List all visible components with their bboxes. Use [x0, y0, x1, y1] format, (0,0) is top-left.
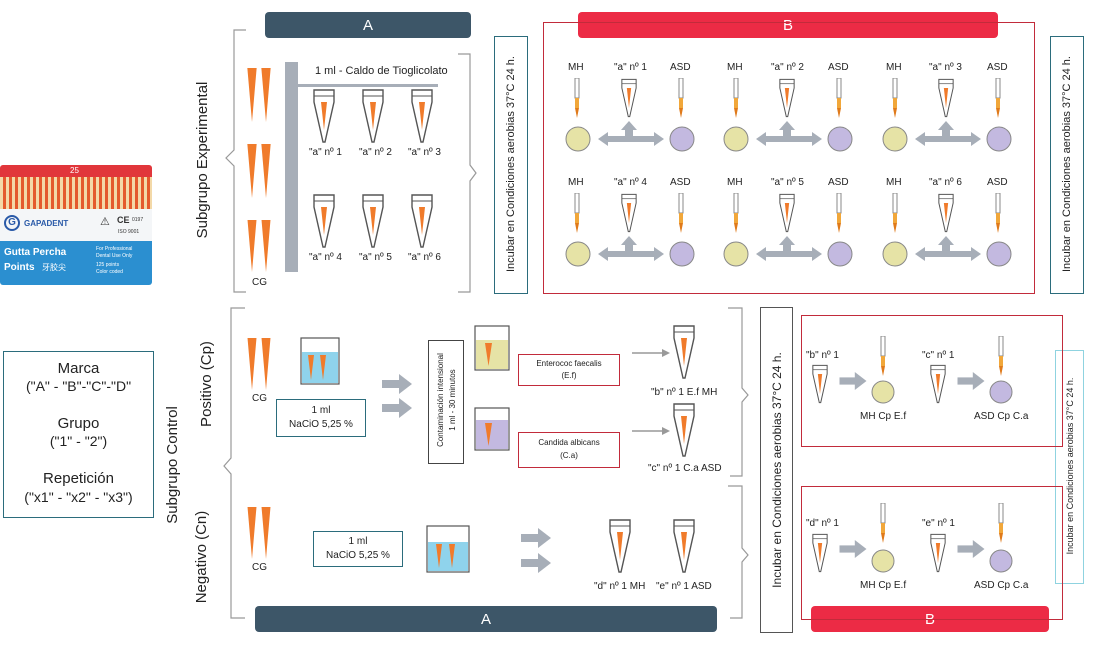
tube-e-label: "e" nº 1 ASD	[656, 581, 712, 592]
legend-box: Marca ("A" - "B"-"C"-"D" Grupo ("1" - "2…	[3, 351, 154, 518]
box-label-blue	[0, 241, 152, 285]
negative-naclo-1: 1 ml	[348, 536, 368, 547]
incubar-box-3: Incubar en Condiciones aerobias 37°C 24 …	[760, 307, 793, 633]
legend-marca: Marca	[57, 360, 100, 377]
plate-asd-label-2: ASD	[828, 62, 849, 73]
box-sub3: 125 points	[96, 262, 120, 268]
plate-asd-label-4: ASD	[670, 177, 691, 188]
box-size-number: 25	[70, 166, 79, 175]
plate-mh-label-1: MH	[568, 62, 584, 73]
positive-naclo-box: 1 ml NaCiO 5,25 %	[276, 399, 366, 437]
ef-box: Enterococ faecalis (E.f)	[518, 354, 620, 386]
exp-tube-label-6: "a" nº 6	[408, 252, 441, 263]
ca-box: Candida albicans (C.a)	[518, 432, 620, 468]
ce-mark-icon: CE	[117, 215, 130, 225]
box-top-strip	[0, 165, 152, 177]
legend-marca-values: ("A" - "B"-"C"-"D"	[25, 378, 132, 394]
plate-mh-label-2: MH	[727, 62, 743, 73]
plate-tube-label-1: "a" nº 1	[614, 62, 647, 73]
legend-repeticion-values: ("x1" - "x2" - "x3")	[24, 489, 133, 505]
b-neg-e-label: "e" nº 1	[922, 518, 955, 529]
plate-mh-label-4: MH	[568, 177, 584, 188]
section-b-top-label: B	[782, 16, 793, 34]
plate-tube-label-6: "a" nº 6	[929, 177, 962, 188]
plate-asd-label-3: ASD	[987, 62, 1008, 73]
plate-tube-label-5: "a" nº 5	[771, 177, 804, 188]
positive-naclo-2: NaCiO 5,25 %	[289, 419, 353, 430]
box-sub2: Dental Use Only	[96, 253, 133, 259]
section-a-top-label: A	[362, 16, 373, 34]
positive-cg-label: CG	[252, 393, 267, 404]
plate-asd-label-1: ASD	[670, 62, 691, 73]
b-pos-mh-label: MH Cp E.f	[860, 411, 907, 422]
exp-tube-label-4: "a" nº 4	[309, 252, 342, 263]
gutta-percha-box: 25 G GAPADENT ⚠ CE 0197 ISO 9001 Gutta P…	[0, 165, 152, 285]
plate-mh-label-5: MH	[727, 177, 743, 188]
caldo-label: 1 ml - Caldo de Tioglicolato	[315, 65, 448, 77]
legend-grupo-values: ("1" - "2")	[49, 433, 108, 449]
legend-repeticion: Repetición	[43, 470, 114, 487]
ca-label-2: (C.a)	[560, 451, 578, 460]
box-sub1: For Professional	[96, 246, 133, 252]
exp-tube-label-5: "a" nº 5	[359, 252, 392, 263]
section-b-top-bar: B	[578, 12, 998, 38]
plate-tube-label-4: "a" nº 4	[614, 177, 647, 188]
plates-region-b-box	[543, 22, 1035, 294]
section-a-bottom-bar: A	[255, 606, 717, 632]
box-sub4: Color coded	[96, 269, 123, 275]
box-title-1: Gutta Percha	[4, 247, 67, 258]
ef-label-1: Enterococ faecalis	[536, 359, 602, 368]
incubar-box-2: Incubar en Condiciones aerobias 37°C 24 …	[1050, 36, 1084, 294]
plate-mh-label-6: MH	[886, 177, 902, 188]
b-pos-c-label: "c" nº 1	[922, 350, 955, 361]
section-a-bottom-label: A	[480, 610, 491, 628]
exp-tube-label-1: "a" nº 1	[309, 147, 342, 158]
plate-mh-label-3: MH	[886, 62, 902, 73]
exp-tube-label-3: "a" nº 3	[408, 147, 441, 158]
experimental-cg-label: CG	[252, 277, 267, 288]
positive-naclo-1: 1 ml	[311, 405, 331, 416]
plate-asd-label-5: ASD	[828, 177, 849, 188]
box-brand: GAPADENT	[24, 219, 69, 228]
incubar-box-1: Incubar en Condiciones aerobias 37°C 24 …	[494, 36, 528, 294]
box-title-2: Points	[4, 262, 35, 273]
negative-naclo-box: 1 ml NaCiO 5,25 %	[313, 531, 403, 567]
gapadent-logo-icon: G	[4, 215, 20, 231]
ef-label-2: (E.f)	[561, 371, 577, 380]
ca-label-1: Candida albicans	[538, 438, 600, 447]
plate-asd-label-6: ASD	[987, 177, 1008, 188]
warning-icon: ⚠	[100, 216, 110, 228]
b-neg-mh-label: MH Cp E.f	[860, 580, 907, 591]
box-chinese-icon: 牙胶尖	[42, 263, 66, 272]
plate-tube-label-3: "a" nº 3	[929, 62, 962, 73]
b-neg-asd-label: ASD Cp C.a	[974, 580, 1029, 591]
tube-c-label: "c" nº 1 C.a ASD	[648, 463, 722, 474]
box-cert1: 0197	[132, 217, 144, 223]
tube-b-label: "b" nº 1 E.f MH	[651, 387, 718, 398]
negative-naclo-2: NaCiO 5,25 %	[326, 550, 390, 561]
b-pos-b-label: "b" nº 1	[806, 350, 839, 361]
contaminacion-box: Contaminación intensional 1 ml - 30 minu…	[428, 340, 464, 464]
negative-cg-label: CG	[252, 562, 267, 573]
box-label-white	[0, 209, 152, 241]
b-neg-d-label: "d" nº 1	[806, 518, 839, 529]
plate-tube-label-2: "a" nº 2	[771, 62, 804, 73]
box-cert2: ISO 9001	[118, 229, 140, 235]
points-strip	[0, 177, 152, 209]
positive-b-box	[801, 315, 1063, 447]
exp-tube-label-2: "a" nº 2	[359, 147, 392, 158]
tube-d-label: "d" nº 1 MH	[594, 581, 646, 592]
section-a-top-bar: A	[265, 12, 471, 38]
b-pos-asd-label: ASD Cp C.a	[974, 411, 1029, 422]
legend-grupo: Grupo	[57, 415, 100, 432]
negative-b-box	[801, 486, 1063, 620]
incubar-box-4: Incubar en Condiciones aerobias 37°C 24 …	[1055, 350, 1084, 584]
